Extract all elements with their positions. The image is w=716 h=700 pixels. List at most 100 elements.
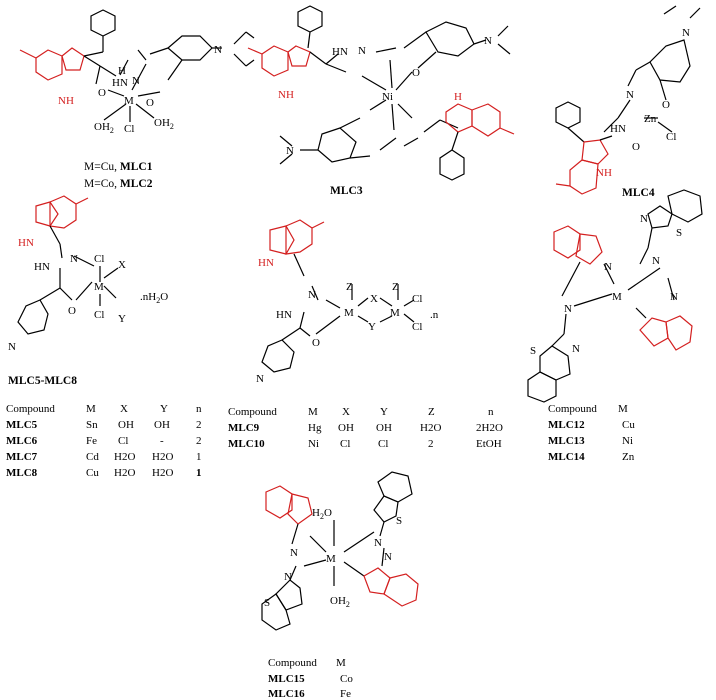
mlc9-atom-o: O bbox=[312, 337, 320, 349]
table1-row1-compound: MLC5 bbox=[6, 419, 38, 431]
table4-row1-compound: MLC15 bbox=[268, 673, 305, 685]
table3-row3-m: Zn bbox=[622, 451, 635, 463]
mlc15-atom-n-left: N bbox=[290, 547, 298, 559]
mlc5-atom-y: Y bbox=[118, 313, 126, 325]
mlc15-atom-n-left2: N bbox=[284, 571, 292, 583]
table1-row2-n: 2 bbox=[196, 435, 202, 447]
table3-row2-m: Ni bbox=[622, 435, 633, 447]
mlc4-atom-hn: HN bbox=[610, 123, 626, 135]
table3-header-compound: Compound bbox=[548, 403, 597, 415]
table2-row2-m: Ni bbox=[308, 438, 319, 450]
mlc12-metal: M bbox=[612, 291, 622, 303]
mlc1-atom-net2: N bbox=[214, 44, 222, 56]
table-mlc5-8: Compound M X Y n MLC5 Sn OH OH 2 MLC6 Fe… bbox=[6, 403, 202, 479]
mlc4-atom-cl: Cl bbox=[666, 131, 676, 143]
structure-mlc1: H HN N N M O O OH2 OH2 Cl NH M=Cu, MLC1 … bbox=[19, 9, 255, 190]
table1-header-y: Y bbox=[160, 403, 168, 415]
mlc9-suffix: .n bbox=[430, 309, 439, 321]
table1-row1-m: Sn bbox=[86, 419, 98, 431]
table1-row1-n: 2 bbox=[196, 419, 202, 431]
mlc9-atom-hn: HN bbox=[258, 257, 274, 269]
table1-row4-y: H2O bbox=[152, 467, 173, 479]
mlc15-atom-n-right: N bbox=[374, 537, 382, 549]
mlc5-atom-x: X bbox=[118, 259, 126, 271]
mlc1-metal: M bbox=[124, 95, 134, 107]
table1-row4-compound: MLC8 bbox=[6, 467, 38, 479]
table2-row1-m: Hg bbox=[308, 422, 322, 434]
mlc9-atom-cl-1: Cl bbox=[412, 293, 422, 305]
table1-row4-m: Cu bbox=[86, 467, 99, 479]
mlc1-oh2-left: OH2 bbox=[94, 121, 114, 135]
table4-header-compound: Compound bbox=[268, 657, 317, 669]
mlc12-atom-n-thz: N bbox=[640, 213, 648, 225]
table2-row2-compound: MLC10 bbox=[228, 438, 265, 450]
table2-row2-n: EtOH bbox=[476, 438, 502, 450]
mlc1-atom-o: O bbox=[98, 87, 106, 99]
table3-row1-m: Cu bbox=[622, 419, 635, 431]
table1-row4-x: H2O bbox=[114, 467, 135, 479]
mlc3-atom-nh: NH bbox=[278, 89, 294, 101]
table4-row1-m: Co bbox=[340, 673, 353, 685]
mlc9-atom-npy: N bbox=[256, 373, 264, 385]
mlc1-oh2-right: OH2 bbox=[154, 117, 174, 131]
mlc2-caption: M=Co, MLC2 bbox=[84, 178, 153, 190]
table1-row3-compound: MLC7 bbox=[6, 451, 38, 463]
table2-row1-y: OH bbox=[376, 422, 392, 434]
mlc9-metal-2: M bbox=[390, 307, 400, 319]
mlc12-atom-n-left: N bbox=[564, 303, 572, 315]
mlc9-metal-1: M bbox=[344, 307, 354, 319]
table1-row2-y: - bbox=[160, 435, 164, 447]
mlc15-metal: M bbox=[326, 553, 336, 565]
table4-row2-compound: MLC16 bbox=[268, 688, 305, 700]
mlc12-atom-n-right2: N bbox=[670, 291, 678, 303]
table2-row2-z: 2 bbox=[428, 438, 434, 450]
structure-mlc9: HN N HN M M Z Z X Y Cl Cl O N .n bbox=[256, 219, 439, 385]
mlc9-atom-hn2: HN bbox=[276, 309, 292, 321]
structure-mlc5: HN N HN M Cl Cl X Y O N .nH2O MLC5-MLC8 bbox=[8, 195, 168, 387]
mlc4-metal: Zn bbox=[644, 113, 657, 125]
mlc15-h2o: H2O bbox=[312, 507, 332, 521]
table3-row1-compound: MLC12 bbox=[548, 419, 585, 431]
mlc1-atom-n: N bbox=[132, 75, 140, 87]
table1-row3-n: 1 bbox=[196, 451, 202, 463]
mlc3-atom-n: N bbox=[358, 45, 366, 57]
table2-header-x: X bbox=[342, 406, 350, 418]
table1-header-x: X bbox=[120, 403, 128, 415]
table1-header-m: M bbox=[86, 403, 96, 415]
table2-row1-compound: MLC9 bbox=[228, 422, 260, 434]
table2-header-n: n bbox=[488, 406, 494, 418]
mlc9-atom-y: Y bbox=[368, 321, 376, 333]
mlc5-caption: MLC5-MLC8 bbox=[8, 375, 77, 387]
table2-header-y: Y bbox=[380, 406, 388, 418]
mlc5-metal: M bbox=[94, 281, 104, 293]
mlc1-atom-cl: Cl bbox=[124, 123, 134, 135]
mlc1-atom-hn: HN bbox=[112, 77, 128, 89]
table-mlc15-16: Compound M MLC15 Co MLC16 Fe bbox=[268, 657, 353, 700]
mlc1-atom-o2: O bbox=[146, 97, 154, 109]
mlc4-atom-o: O bbox=[662, 99, 670, 111]
mlc12-atom-s: S bbox=[676, 227, 682, 239]
table2-row2-x: Cl bbox=[340, 438, 350, 450]
table2-header-m: M bbox=[308, 406, 318, 418]
mlc3-atom-hn: HN bbox=[332, 46, 348, 58]
mlc3-atom-net2-lower: N bbox=[286, 145, 294, 157]
table1-row2-m: Fe bbox=[86, 435, 97, 447]
table-mlc9-10: Compound M X Y Z n MLC9 Hg OH OH H2O 2H2… bbox=[228, 406, 503, 450]
mlc12-atom-n-top: N bbox=[604, 261, 612, 273]
mlc9-atom-n: N bbox=[308, 289, 316, 301]
mlc12-atom-s-lower: S bbox=[530, 345, 536, 357]
table3-row3-compound: MLC14 bbox=[548, 451, 585, 463]
table1-row3-m: Cd bbox=[86, 451, 99, 463]
mlc9-atom-z-2: Z bbox=[392, 281, 399, 293]
table2-header-compound: Compound bbox=[228, 406, 277, 418]
mlc9-atom-cl-2: Cl bbox=[412, 321, 422, 333]
table1-row1-x: OH bbox=[118, 419, 134, 431]
structure-mlc12: N M N N N N S S N bbox=[527, 189, 703, 403]
table4-header-m: M bbox=[336, 657, 346, 669]
table1-header-compound: Compound bbox=[6, 403, 55, 415]
mlc4-atom-o-carbonyl: O bbox=[632, 141, 640, 153]
mlc15-atom-n-right2: N bbox=[384, 551, 392, 563]
mlc3-atom-net2: N bbox=[484, 35, 492, 47]
mlc5-atom-cl-bottom: Cl bbox=[94, 309, 104, 321]
structure-mlc15: H2O M N N N N S S OH2 bbox=[261, 471, 419, 631]
